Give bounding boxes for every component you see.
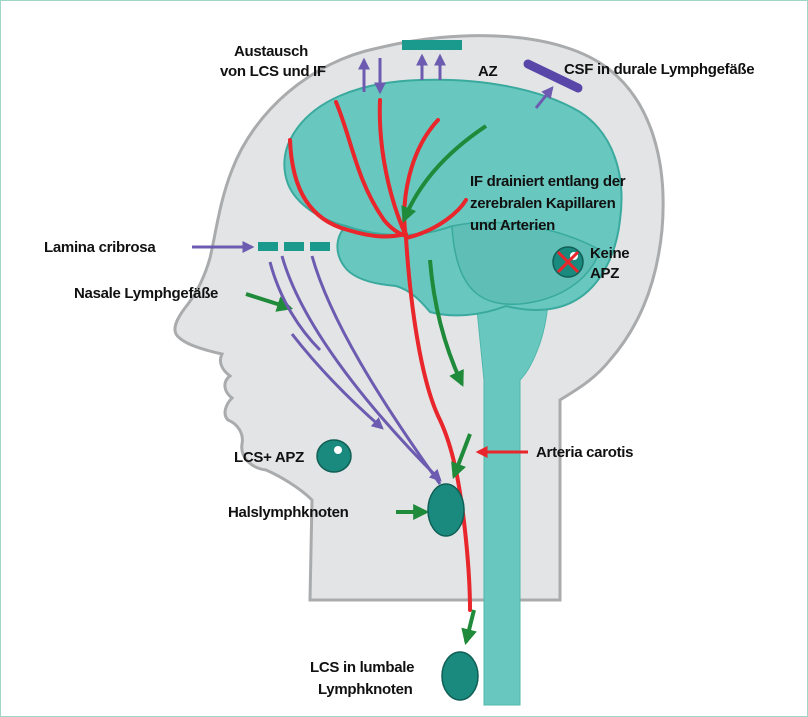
label-lamina: Lamina cribrosa — [44, 239, 156, 256]
lumbar-lymph-node — [442, 652, 478, 700]
az-granulation-bar — [402, 40, 462, 50]
cervical-lymph-node — [428, 484, 464, 536]
label-keine-1: Keine — [590, 245, 629, 262]
label-arteria: Arteria carotis — [536, 444, 633, 461]
label-if-3: und Arterien — [470, 217, 555, 234]
lcs-apz-node — [317, 440, 351, 472]
label-hals: Halslymphknoten — [228, 504, 349, 521]
label-exchange-2: von LCS und IF — [220, 63, 326, 80]
lamina-cribrosa-blocks — [258, 242, 330, 251]
label-csf-dural: CSF in durale Lymphgefäße — [564, 61, 754, 78]
label-lumbal-1: LCS in lumbale — [310, 659, 414, 676]
label-az: AZ — [478, 63, 498, 80]
label-keine-2: APZ — [590, 265, 619, 282]
keine-apz-node — [553, 247, 583, 277]
label-lumbal-2: Lymphknoten — [318, 681, 413, 698]
label-lcs-apz: LCS+ APZ — [234, 449, 304, 466]
label-if-1: IF drainiert entlang der — [470, 173, 626, 190]
label-exchange-1: Austausch — [234, 43, 308, 60]
label-if-2: zerebralen Kapillaren — [470, 195, 616, 212]
label-nasal: Nasale Lymphgefäße — [74, 285, 218, 302]
